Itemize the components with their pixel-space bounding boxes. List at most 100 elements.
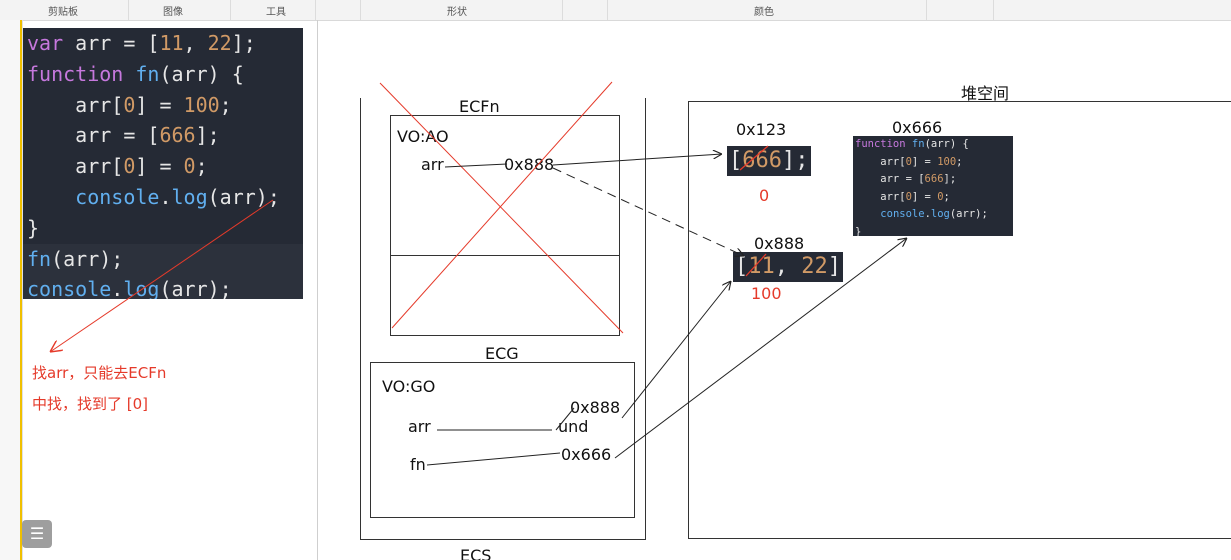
code-line: arr[0] = 0; xyxy=(23,151,303,182)
code-token: arr[ xyxy=(27,154,124,179)
code-token: ]; xyxy=(231,31,256,55)
thumb-code-token: 100 xyxy=(937,155,957,168)
code-token: 100 xyxy=(183,92,220,117)
code-line: } xyxy=(23,213,303,244)
code-token: 22 xyxy=(207,31,232,55)
thumb-code-line: } xyxy=(853,224,1013,237)
code-line: var arr = [11, 22]; xyxy=(23,28,303,59)
code-token: } xyxy=(27,215,40,240)
code-token: ] = xyxy=(135,154,184,179)
heap-title: 堆空间 xyxy=(961,84,1010,103)
code-token: (arr); xyxy=(51,246,124,271)
ao-arr-value: 0x888 xyxy=(504,155,555,174)
heap-addr-0x888: 0x888 xyxy=(754,234,805,253)
heap-array-0x888-value-2: 22 xyxy=(801,254,828,279)
bracket-close: ]; xyxy=(782,148,809,173)
heap-array-0x888-note: 100 xyxy=(751,284,782,303)
bracket-open: [ xyxy=(729,148,743,173)
thumb-code-token: 666 xyxy=(924,173,944,185)
code-token: function xyxy=(27,61,124,86)
thumb-code-token: ]; xyxy=(943,173,957,185)
code-token: . xyxy=(159,184,172,209)
code-token: 0 xyxy=(183,154,196,179)
thumb-code-token: 0 xyxy=(905,190,912,203)
code-token: fn xyxy=(135,61,160,86)
code-line: console.log(arr); xyxy=(23,274,303,299)
go-arr-label: arr xyxy=(408,417,431,436)
thumb-code-token: . xyxy=(924,208,931,220)
ribbon-group-colors[interactable]: 颜色 xyxy=(754,7,774,18)
thumb-code-line: arr = [666]; xyxy=(853,171,1013,189)
thumb-code-token: } xyxy=(855,225,862,237)
heap-array-0x123-value: 666 xyxy=(742,148,782,173)
thumb-code-token: (arr); xyxy=(949,208,988,220)
code-line: arr = [666]; xyxy=(23,120,303,151)
code-token: log xyxy=(171,184,208,209)
code-line: function fn(arr) { xyxy=(23,59,303,90)
thumb-code-line: console.log(arr); xyxy=(853,206,1013,224)
code-token: (arr) { xyxy=(159,61,244,86)
code-token: 11 xyxy=(159,31,184,55)
annotation-line-1: 找arr，只能去ECFn xyxy=(32,364,167,382)
code-snippet: var arr = [11, 22];function fn(arr) { ar… xyxy=(23,28,303,299)
separator: , xyxy=(774,254,802,279)
ecg-title: ECG xyxy=(485,344,519,363)
annotation-line-2: 中找，找到了 [0] xyxy=(32,395,149,413)
ecfn-divider xyxy=(391,255,619,256)
list-icon[interactable]: ☰ xyxy=(22,520,52,548)
ribbon-group-image[interactable]: 图像 xyxy=(163,7,183,18)
ribbon-group-shapes[interactable]: 形状 xyxy=(447,7,467,18)
vo-go-label: VO:GO xyxy=(382,377,436,396)
thumb-code-token: ] = xyxy=(911,190,938,203)
go-arr-value-old: und xyxy=(558,417,589,436)
thumb-code-token: console xyxy=(880,208,925,220)
code-token: . xyxy=(111,277,124,299)
thumb-code-token: arr[ xyxy=(855,190,906,203)
heap-array-0x888-value-1: 11 xyxy=(748,254,775,279)
thumb-code-token xyxy=(855,208,880,220)
left-margin xyxy=(0,20,23,560)
code-token: var xyxy=(27,31,64,55)
heap-function-code: function fn(arr) { arr[0] = 100; arr = [… xyxy=(853,136,1013,236)
edge-highlight xyxy=(20,20,22,560)
thumb-code-line: arr[0] = 0; xyxy=(853,189,1013,207)
ribbon-group-tools[interactable]: 工具 xyxy=(266,7,286,18)
code-token: ; xyxy=(219,92,232,117)
code-token: ; xyxy=(195,154,208,179)
thumb-code-line: function fn(arr) { xyxy=(853,136,1013,154)
thumb-code-line: arr[0] = 100; xyxy=(853,154,1013,172)
heap-array-0x123: [666]; xyxy=(727,146,811,176)
bracket-close: ] xyxy=(827,254,841,279)
code-token: console xyxy=(75,184,160,209)
ao-arr-label: arr xyxy=(421,155,444,174)
code-token: arr[ xyxy=(27,92,124,117)
code-token: 0 xyxy=(123,154,136,179)
heap-addr-0x666: 0x666 xyxy=(892,118,943,137)
ribbon-group-clipboard[interactable]: 剪贴板 xyxy=(48,7,78,18)
go-fn-label: fn xyxy=(410,455,426,474)
code-line: console.log(arr); xyxy=(23,182,303,213)
toolbar-ribbon: 剪贴板 图像 工具 形状 颜色 xyxy=(0,0,1231,21)
thumb-code-token: fn xyxy=(911,138,925,150)
code-token: fn xyxy=(27,246,52,271)
code-token: (arr); xyxy=(159,277,232,299)
heap-addr-0x123: 0x123 xyxy=(736,120,787,139)
vo-ao-label: VO:AO xyxy=(397,127,449,146)
thumb-code-token: arr = [ xyxy=(855,173,925,185)
code-token: ] = xyxy=(135,92,184,117)
thumb-code-token: ; xyxy=(956,155,963,168)
go-fn-value: 0x666 xyxy=(561,445,612,464)
thumb-code-token: arr[ xyxy=(855,155,906,168)
code-token: arr = [ xyxy=(63,31,160,55)
ecfn-context-box xyxy=(390,115,620,336)
thumb-code-token: (arr) { xyxy=(924,138,969,150)
heap-array-0x888: [11, 22] xyxy=(733,252,843,282)
code-token: 666 xyxy=(159,123,196,148)
thumb-code-token: function xyxy=(855,138,906,150)
thumb-code-token: ] = xyxy=(911,155,938,168)
code-token: 0 xyxy=(123,92,136,117)
code-token: , xyxy=(183,31,208,55)
thumb-code-token: 0 xyxy=(937,190,944,203)
code-token: (arr); xyxy=(207,184,280,209)
